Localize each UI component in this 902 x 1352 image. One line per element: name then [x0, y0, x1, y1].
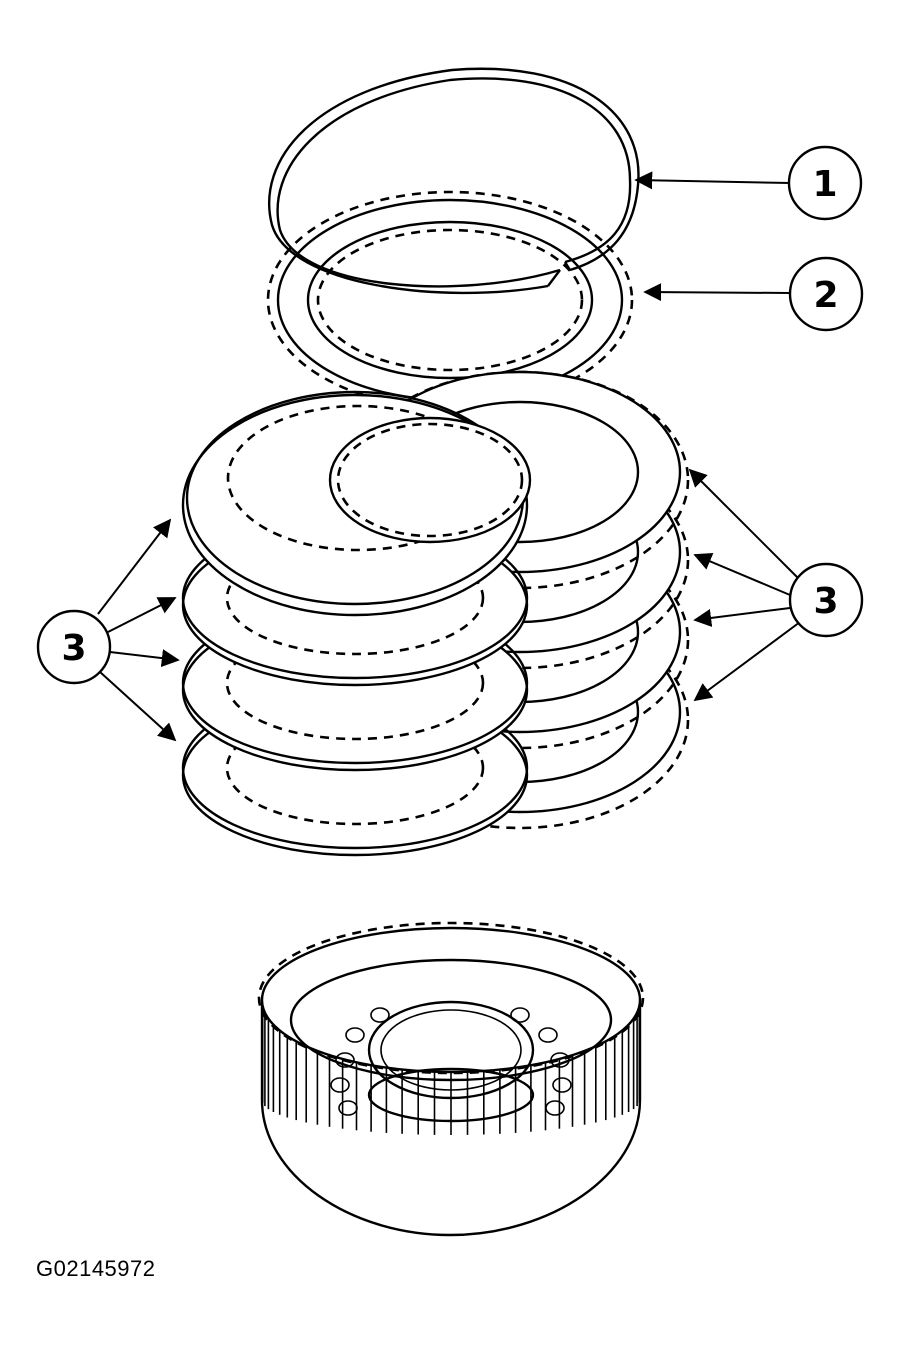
callout-3-right-label: 3 [813, 581, 838, 622]
drum-holes [330, 1007, 572, 1116]
callout-3-right: 3 [788, 562, 864, 638]
left-plate-stack [181, 390, 532, 857]
leader-arrows [97, 171, 801, 742]
pressure-plate [266, 190, 634, 410]
callout-2-label: 2 [813, 275, 838, 316]
callout-3-left-label: 3 [61, 628, 86, 669]
drum-splines [261, 1000, 641, 1135]
clutch-drum [257, 921, 645, 1237]
snap-ring [267, 67, 640, 295]
figure-id: G02145972 [36, 1256, 156, 1281]
callout-2: 2 [788, 256, 864, 332]
callout-3-left: 3 [36, 609, 112, 685]
callout-1-label: 1 [812, 164, 837, 205]
callout-1: 1 [787, 145, 863, 221]
